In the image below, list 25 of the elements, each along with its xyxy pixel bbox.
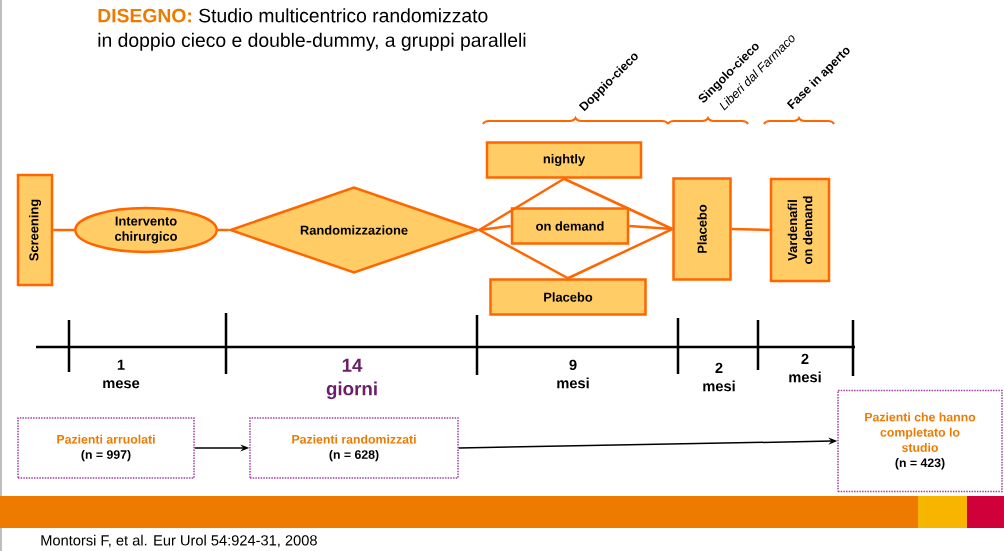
connector-line — [217, 228, 229, 232]
duration-label: 2 mesi — [789, 353, 821, 383]
citation: Montorsi F, et al. Eur Urol 54:924-31, 2008 — [41, 534, 317, 548]
process-box: Placebo — [489, 278, 647, 316]
patient-count-box: Pazienti randomizzati (n = 628) — [249, 417, 459, 479]
connector-line — [53, 228, 75, 232]
connector-line — [731, 227, 770, 232]
process-box: Vardenafil on demand — [769, 177, 831, 283]
duration-label: 1 mese — [103, 359, 140, 389]
connector-line — [567, 227, 673, 280]
duration-label: 14 giorni — [326, 358, 377, 400]
connector-line — [479, 224, 511, 232]
patient-count-box: Pazienti arruolati (n = 997) — [17, 417, 195, 479]
duration-label: 9 mesi — [557, 359, 589, 389]
connector-line — [563, 177, 673, 231]
connector-line — [629, 224, 673, 231]
process-box: Screening — [16, 173, 54, 287]
process-box: nightly — [485, 141, 643, 179]
connector-line — [478, 177, 565, 232]
connector-line — [478, 228, 569, 280]
patient-count-box: Pazienti che hanno completato lo studio (n = 423) — [837, 389, 1003, 493]
process-box: on demand — [510, 207, 630, 245]
duration-label: 2 mesi — [703, 362, 735, 392]
process-box: Placebo — [672, 177, 732, 281]
title: DISEGNO: Studio multicentrico randomizzato in doppio cieco e double-dummy, a gruppi paralleli — [98, 8, 526, 51]
